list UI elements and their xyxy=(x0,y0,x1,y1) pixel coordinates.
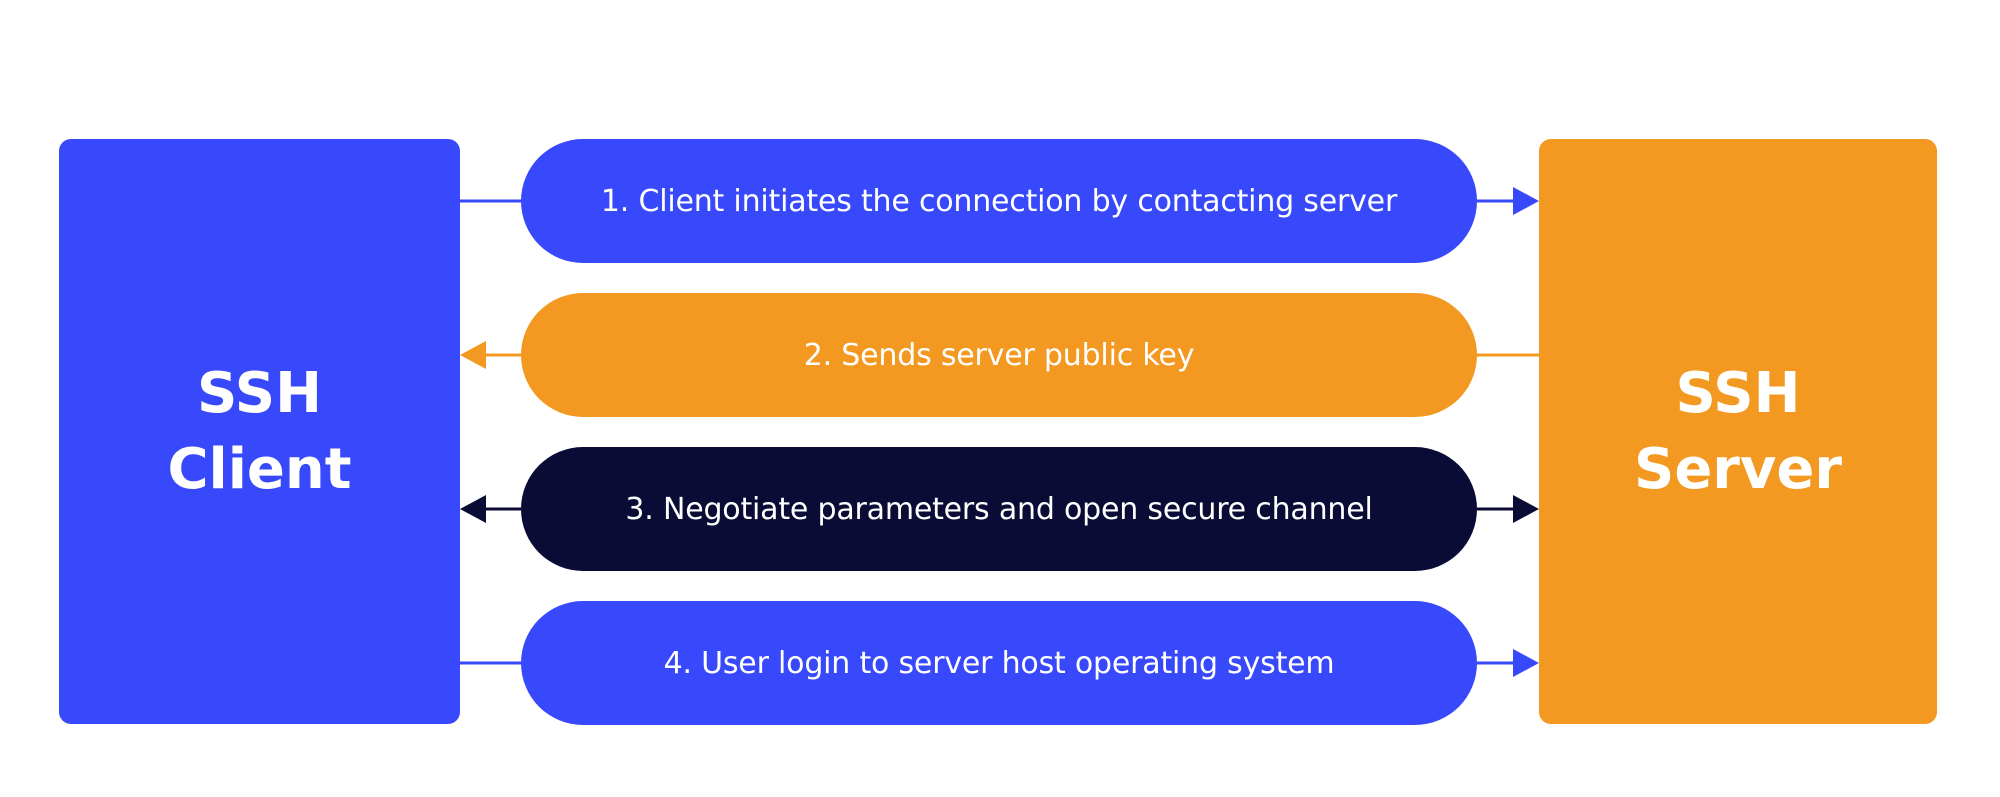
step-3-label: 3. Negotiate parameters and open secure … xyxy=(625,491,1373,527)
step-2-label: 2. Sends server public key xyxy=(803,337,1195,373)
step-3-pill: 3. Negotiate parameters and open secure … xyxy=(521,447,1477,571)
step-4-pill: 4. User login to server host operating s… xyxy=(521,601,1477,725)
step-3-arrowhead-left-icon xyxy=(460,495,486,523)
server-title-line1: SSH xyxy=(1675,360,1801,426)
ssh-client-box: SSH Client xyxy=(59,139,460,724)
client-title-line1: SSH xyxy=(196,360,322,426)
client-title-line2: Client xyxy=(167,436,352,502)
step-1-label: 1. Client initiates the connection by co… xyxy=(600,183,1398,219)
step-1-arrowhead-right-icon xyxy=(1513,187,1539,215)
server-title-line2: Server xyxy=(1633,436,1843,502)
ssh-server-box: SSH Server xyxy=(1539,139,1937,724)
step-2-arrowhead-left-icon xyxy=(460,341,486,369)
step-2-pill: 2. Sends server public key xyxy=(521,293,1477,417)
step-4-label: 4. User login to server host operating s… xyxy=(663,645,1335,681)
step-3-arrowhead-right-icon xyxy=(1513,495,1539,523)
step-4-arrowhead-right-icon xyxy=(1513,649,1539,677)
step-1-pill: 1. Client initiates the connection by co… xyxy=(521,139,1477,263)
